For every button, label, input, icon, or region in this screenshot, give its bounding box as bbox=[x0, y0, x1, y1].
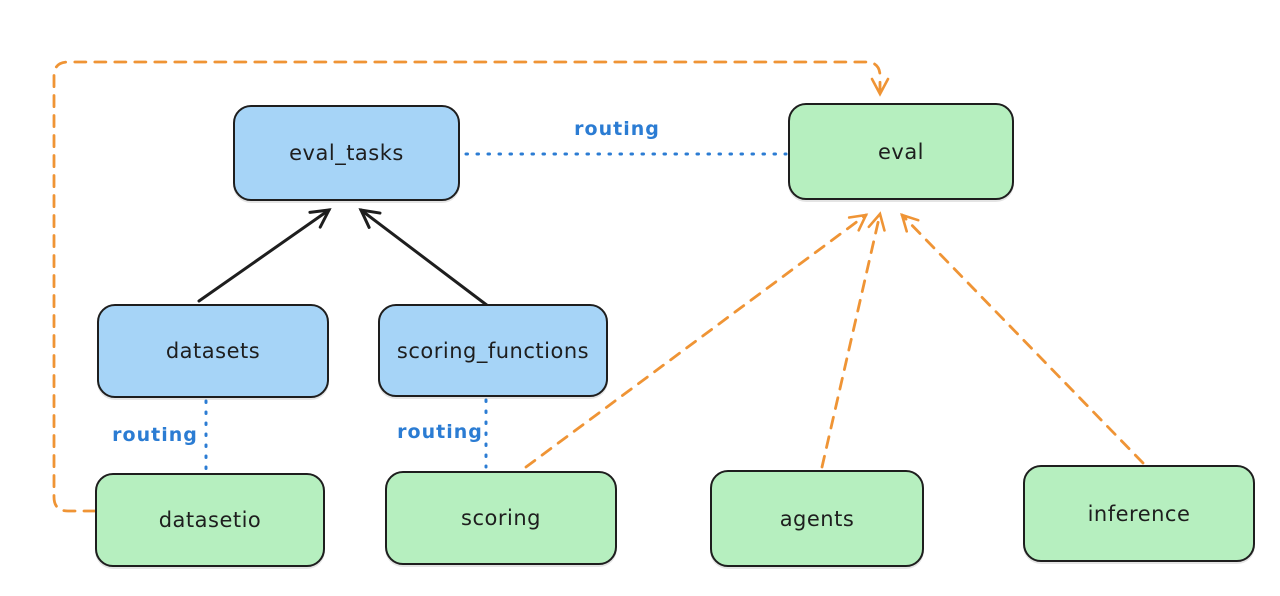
edge-agents-to-eval bbox=[820, 211, 886, 469]
edge-datasetio-to-eval bbox=[52, 60, 890, 513]
edge-datasets-to-eval_tasks bbox=[197, 208, 332, 303]
edge-inference-to-eval bbox=[900, 213, 1145, 465]
node-eval: eval bbox=[788, 103, 1014, 200]
routing-label-scoring-functions-scoring: routing bbox=[397, 421, 483, 443]
node-datasetio-label: datasetio bbox=[158, 508, 262, 532]
node-agents: agents bbox=[710, 470, 924, 567]
node-datasets-label: datasets bbox=[165, 339, 261, 363]
node-scoring-label: scoring bbox=[461, 506, 541, 530]
routing-label-datasets-datasetio: routing bbox=[112, 424, 198, 446]
node-inference-label: inference bbox=[1087, 501, 1191, 526]
node-inference: inference bbox=[1023, 465, 1255, 562]
node-datasets: datasets bbox=[97, 304, 329, 398]
node-scoring-functions-label: scoring_functions bbox=[396, 338, 590, 363]
node-eval-tasks-label: eval_tasks bbox=[289, 141, 404, 165]
node-scoring: scoring bbox=[385, 471, 617, 565]
node-eval-label: eval bbox=[877, 139, 925, 164]
node-scoring-functions: scoring_functions bbox=[378, 304, 608, 397]
edge-scoring-to-eval bbox=[524, 213, 869, 469]
node-datasetio: datasetio bbox=[95, 473, 325, 567]
node-eval-tasks: eval_tasks bbox=[233, 105, 460, 201]
node-agents-label: agents bbox=[779, 506, 855, 531]
edge-scoring_functions-to-eval_tasks bbox=[358, 208, 490, 308]
routing-label-eval-tasks-eval: routing bbox=[574, 118, 660, 140]
